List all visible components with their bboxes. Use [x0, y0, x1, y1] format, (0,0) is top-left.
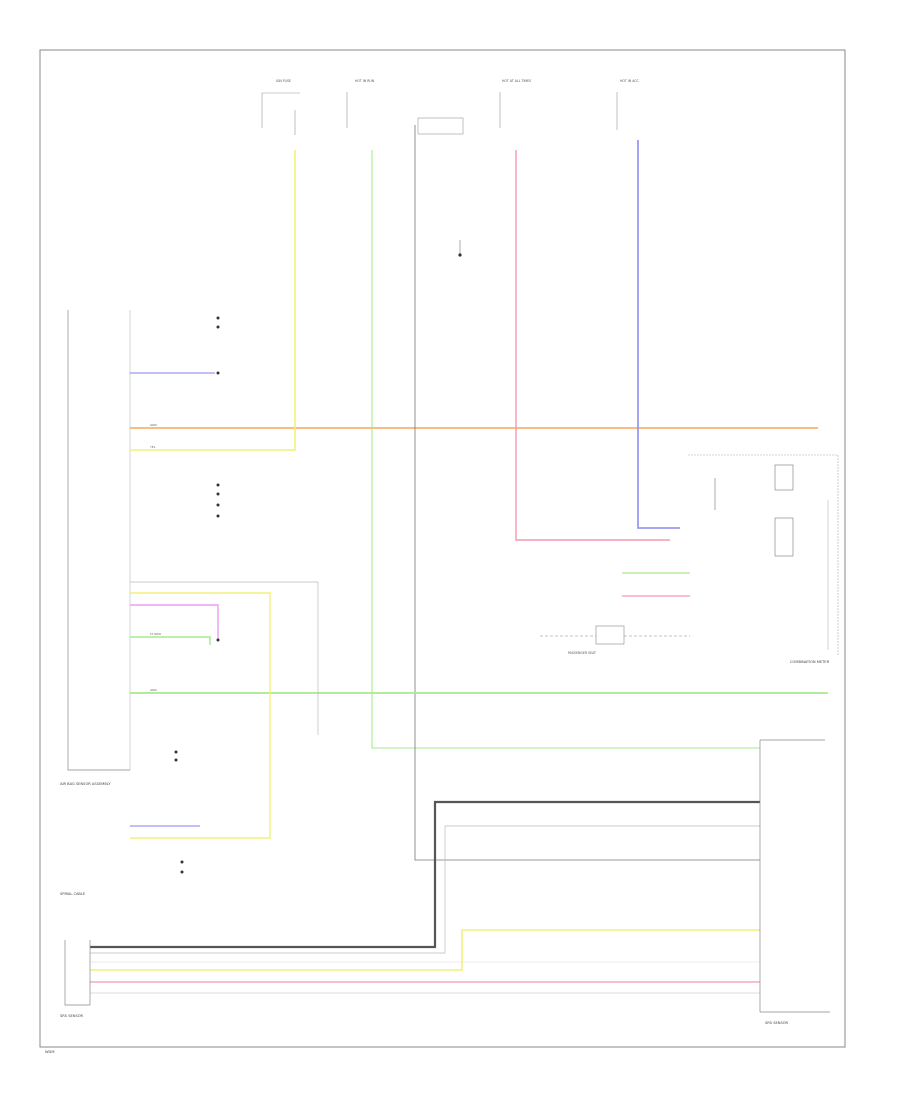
- dark-bus-1: [90, 800, 760, 949]
- lt-green-wire: [130, 636, 211, 645]
- lt-green-wire-label: LT GRN: [150, 632, 161, 636]
- top-connector-1: IGN FUSE: [261, 79, 300, 135]
- top-connector-2-label: HOT IN RUN: [355, 79, 375, 83]
- ground-symbol-mid: [458, 240, 462, 257]
- combination-meter: COMBINATION METER: [688, 454, 839, 664]
- green-wire-label: GRN: [150, 688, 157, 692]
- yellow-wire-2: [130, 592, 271, 839]
- top-connector-3: HOT AT ALL TIMES: [499, 79, 531, 128]
- left-ground-dots: [174, 316, 220, 874]
- spiral-cable-label: SPIRAL CABLE: [60, 892, 86, 896]
- top-connector-4-label: HOT IN ACC: [620, 79, 640, 83]
- orange-wire-label: GRN: [150, 423, 157, 427]
- right-srs-module: SRS SENSOR: [759, 739, 830, 1025]
- magenta-wire: [130, 604, 219, 640]
- gray-bus-1: [90, 825, 760, 954]
- top-connector-2: HOT IN RUN: [346, 79, 464, 135]
- left-module: AIR BAG SENSOR ASSEMBLY: [60, 310, 131, 786]
- combination-meter-label: COMBINATION METER: [790, 660, 830, 664]
- yellow-wire-3: [90, 929, 760, 971]
- left-srs-label: SRS SENSOR: [60, 1014, 84, 1018]
- top-connector-4: HOT IN ACC: [616, 79, 640, 130]
- top-connector-3-label: HOT AT ALL TIMES: [502, 79, 531, 83]
- yellow-wire-1: [130, 150, 296, 451]
- corner-label: WDM: [45, 1050, 54, 1054]
- gray-wire-2: [130, 581, 319, 735]
- top-connector-1-label: IGN FUSE: [276, 79, 291, 83]
- diagram-frame: [39, 49, 846, 1048]
- right-srs-label: SRS SENSOR: [765, 1021, 789, 1025]
- gray-wire-1: [414, 125, 760, 861]
- blue-wire-1: [637, 140, 680, 529]
- pink-wire-1: [515, 150, 670, 541]
- passenger-seat-unit: PASSENGER SEAT: [540, 625, 690, 655]
- left-module-label: AIR BAG SENSOR ASSEMBLY: [60, 782, 111, 786]
- green-wire-1: [371, 150, 760, 749]
- left-srs-module: SRS SENSOR SPIRAL CABLE: [60, 892, 91, 1018]
- yellow-wire-label: YEL: [150, 445, 156, 449]
- passenger-seat-label: PASSENGER SEAT: [568, 651, 596, 655]
